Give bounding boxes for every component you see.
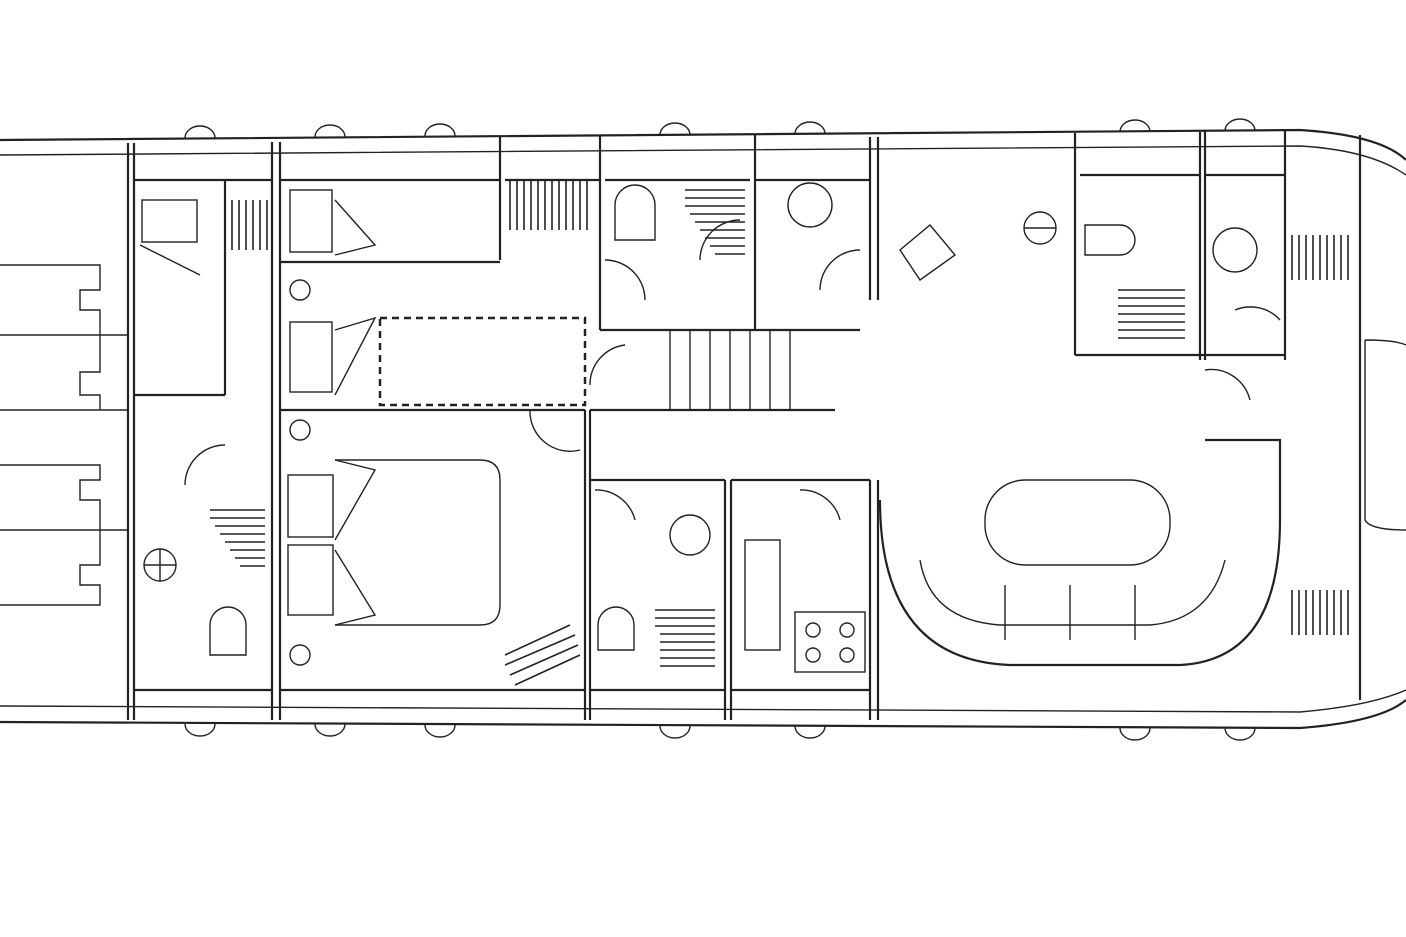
saloon-seating (878, 224, 1406, 667)
galley (744, 539, 866, 673)
stairs (669, 330, 791, 410)
doors (139, 199, 1281, 626)
stern-platform (0, 264, 128, 606)
hatched-wardrobes (210, 180, 1349, 686)
bathroom-fixtures (143, 182, 1258, 666)
portholes (184, 118, 1256, 741)
hull-outline (0, 128, 1406, 730)
bulkheads (126, 131, 1362, 720)
berths (141, 189, 587, 626)
